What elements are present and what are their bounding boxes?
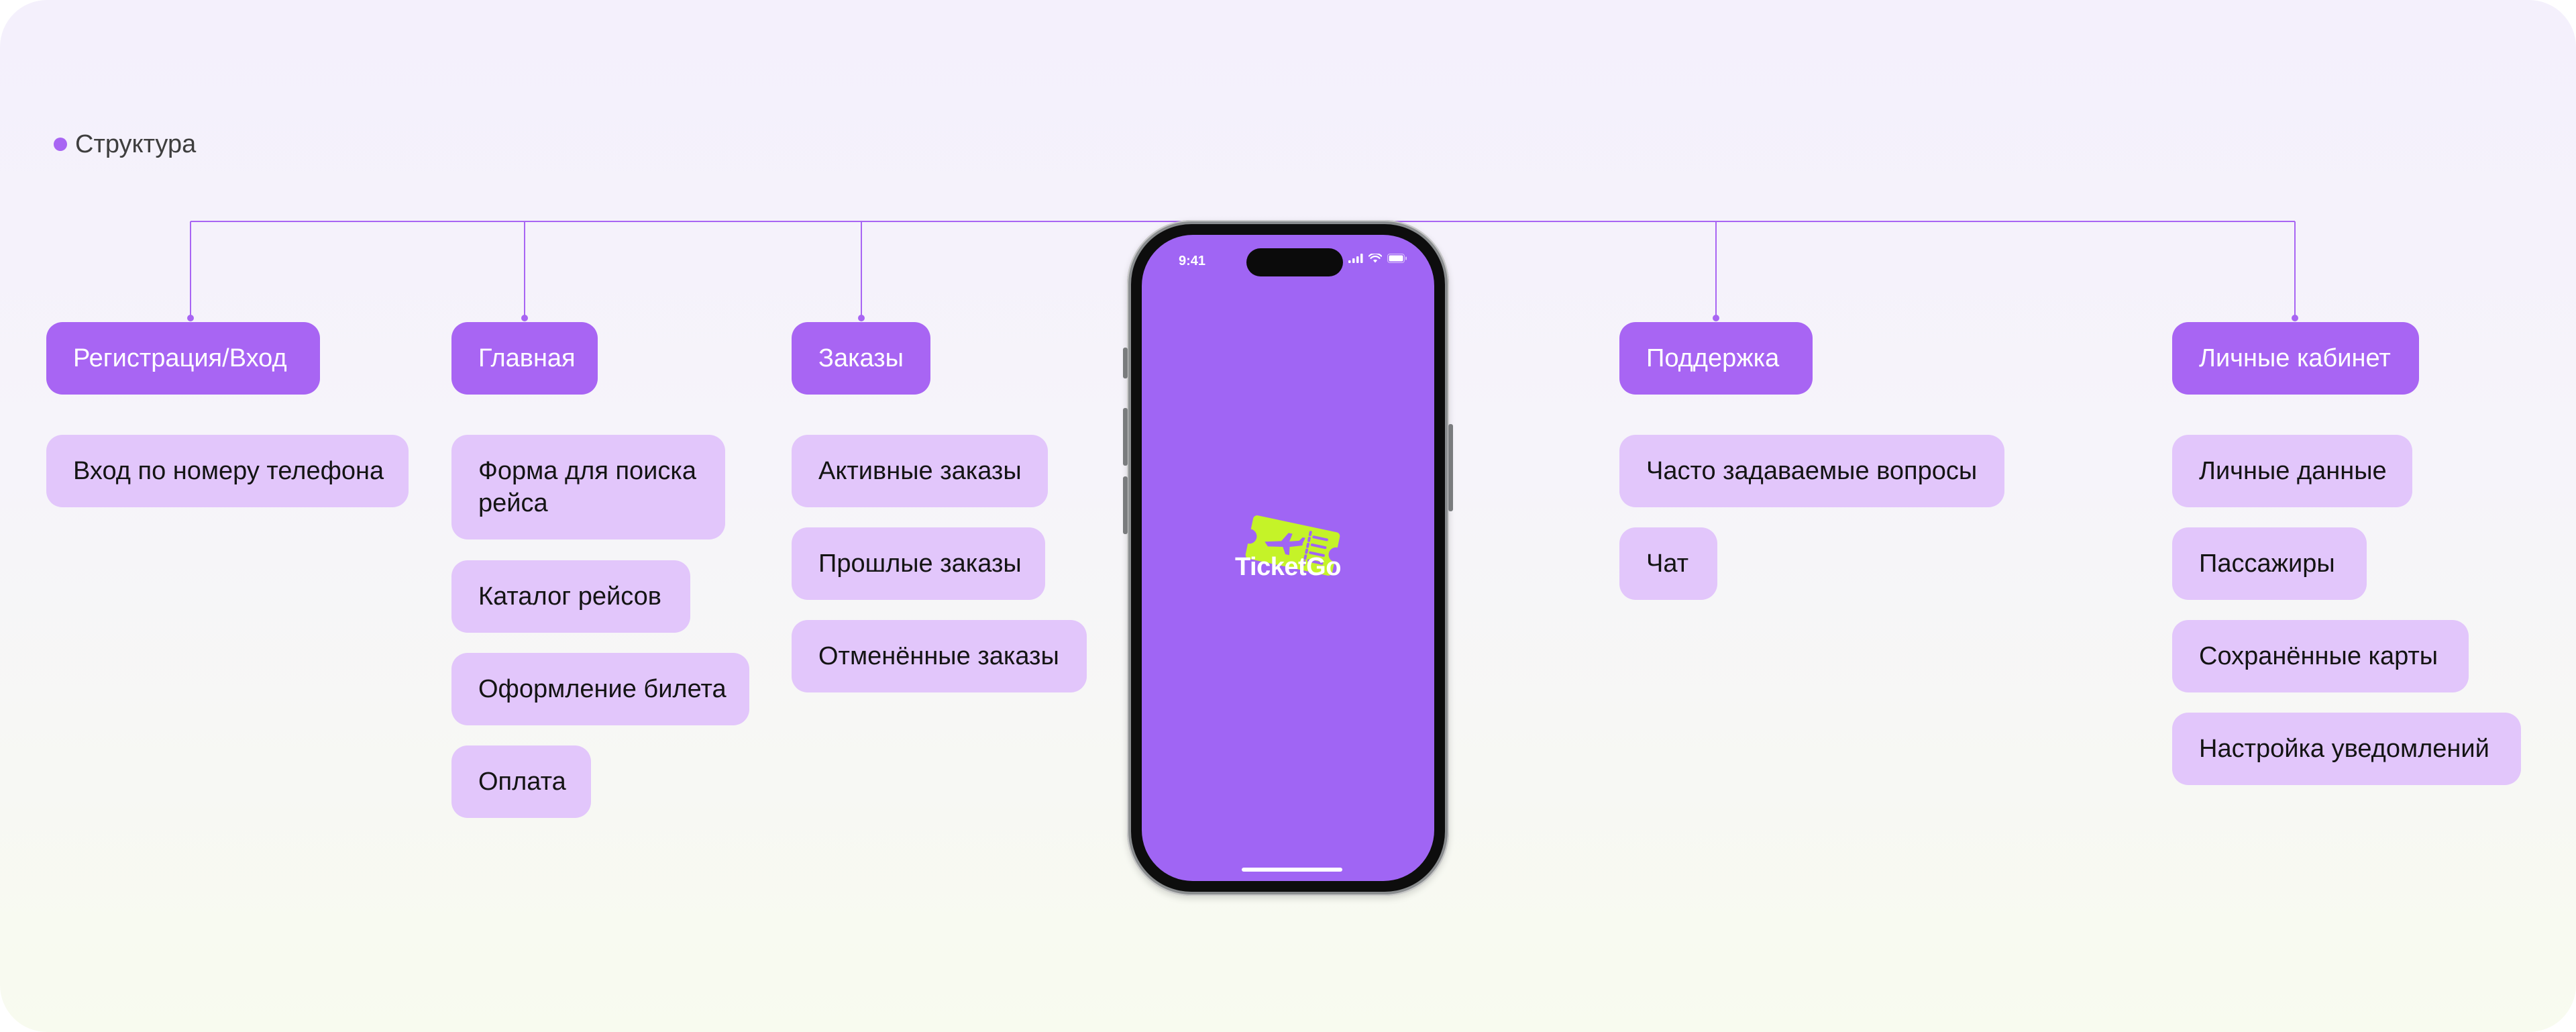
airplane-ticket-icon [1245,515,1340,576]
category-orders: Заказы [792,322,930,395]
connector-dot [858,315,865,321]
bullet-dot-icon [54,138,67,151]
item-past-orders: Прошлые заказы [792,527,1045,600]
status-bar-time: 9:41 [1179,254,1206,268]
dynamic-island [1246,248,1343,276]
connector-dot [1713,315,1719,321]
item-phone-login: Вход по номеру телефона [46,435,409,507]
phone-screen: 9:41 [1142,235,1434,881]
item-faq: Часто задаваемые вопросы [1619,435,2004,507]
phone-mockup: 9:41 [1123,220,1453,896]
section-label: Структура [54,127,196,161]
status-bar-icons [1348,254,1407,263]
phone-volume-up-button [1123,408,1128,466]
item-chat: Чат [1619,527,1717,600]
phone-action-button [1123,348,1128,378]
connector-dot [521,315,528,321]
app-name: TicketGo [1235,553,1341,581]
item-ticket-checkout: Оформление билета [451,653,749,725]
item-passengers: Пассажиры [2172,527,2367,600]
battery-icon [1387,254,1407,263]
connector-dot [2292,315,2298,321]
item-active-orders: Активные заказы [792,435,1048,507]
wifi-icon [1368,254,1382,263]
section-label-text: Структура [75,130,197,158]
category-main: Главная [451,322,598,395]
category-registration: Регистрация/Вход [46,322,320,395]
item-notification-settings: Настройка уведомлений [2172,713,2521,785]
item-flight-search-form: Форма для поиска рейса [451,435,725,539]
phone-side-button [1448,424,1453,511]
item-saved-cards: Сохранённые карты [2172,620,2469,692]
item-cancelled-orders: Отменённые заказы [792,620,1087,692]
item-flight-catalog: Каталог рейсов [451,560,690,633]
home-indicator [1242,868,1342,872]
category-account: Личные кабинет [2172,322,2419,395]
phone-bezel: 9:41 [1131,224,1445,892]
category-support: Поддержка [1619,322,1813,395]
item-payment: Оплата [451,745,591,818]
phone-volume-down-button [1123,476,1128,534]
item-personal-data: Личные данные [2172,435,2412,507]
cellular-signal-icon [1348,254,1363,263]
connector-dot [187,315,194,321]
